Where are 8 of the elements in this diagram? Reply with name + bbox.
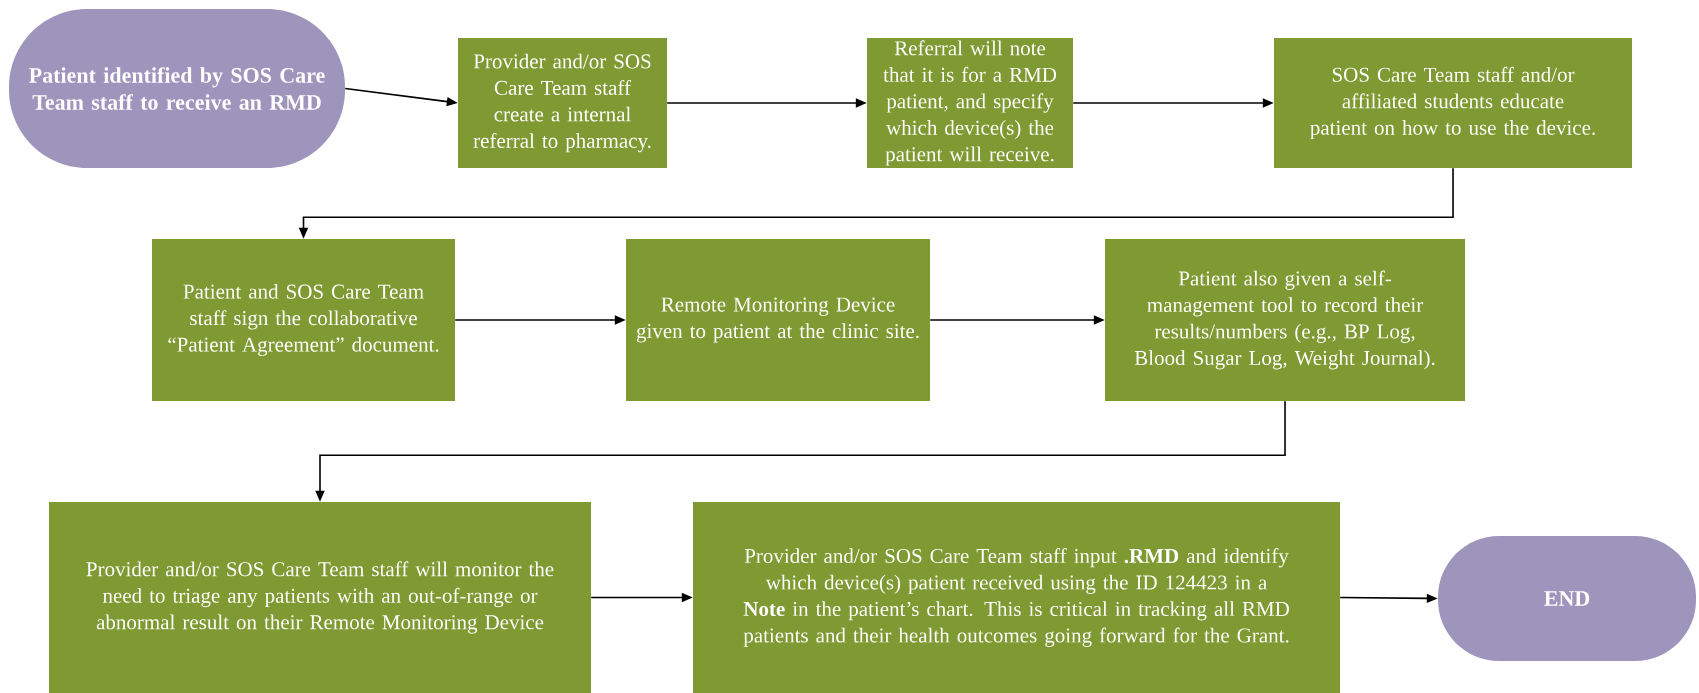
- process-box: Provider and/or SOS Care Team staff create a internal referral to pharmacy.: [458, 38, 667, 168]
- process-box: Provider and/or SOS Care Team staff input .RMD and identify which device(s) patient received using the ID 124423 in a Note in the patient’s chart. This is critical in tracking all RMD patients and their health outcomes going forward for the Grant.: [693, 502, 1340, 693]
- process-box: Patient and SOS Care Team staff sign the collaborative “Patient Agreement” document.: [152, 239, 455, 401]
- process-box: Patient also given a self-management tool to record their results/numbers (e.g., BP Log, Blood Sugar Log, Weight Journal).: [1105, 239, 1465, 401]
- process-box: Provider and/or SOS Care Team staff will monitor the need to triage any patients with an out-of-range or abnormal result on their Remote Monitoring Device: [49, 502, 591, 693]
- process-box: SOS Care Team staff and/or affiliated students educate patient on how to use the device.: [1274, 38, 1632, 168]
- process-box: Remote Monitoring Device given to patient at the clinic site.: [626, 239, 930, 401]
- process-box: Referral will note that it is for a RMD patient, and specify which device(s) the patient will receive.: [867, 38, 1073, 168]
